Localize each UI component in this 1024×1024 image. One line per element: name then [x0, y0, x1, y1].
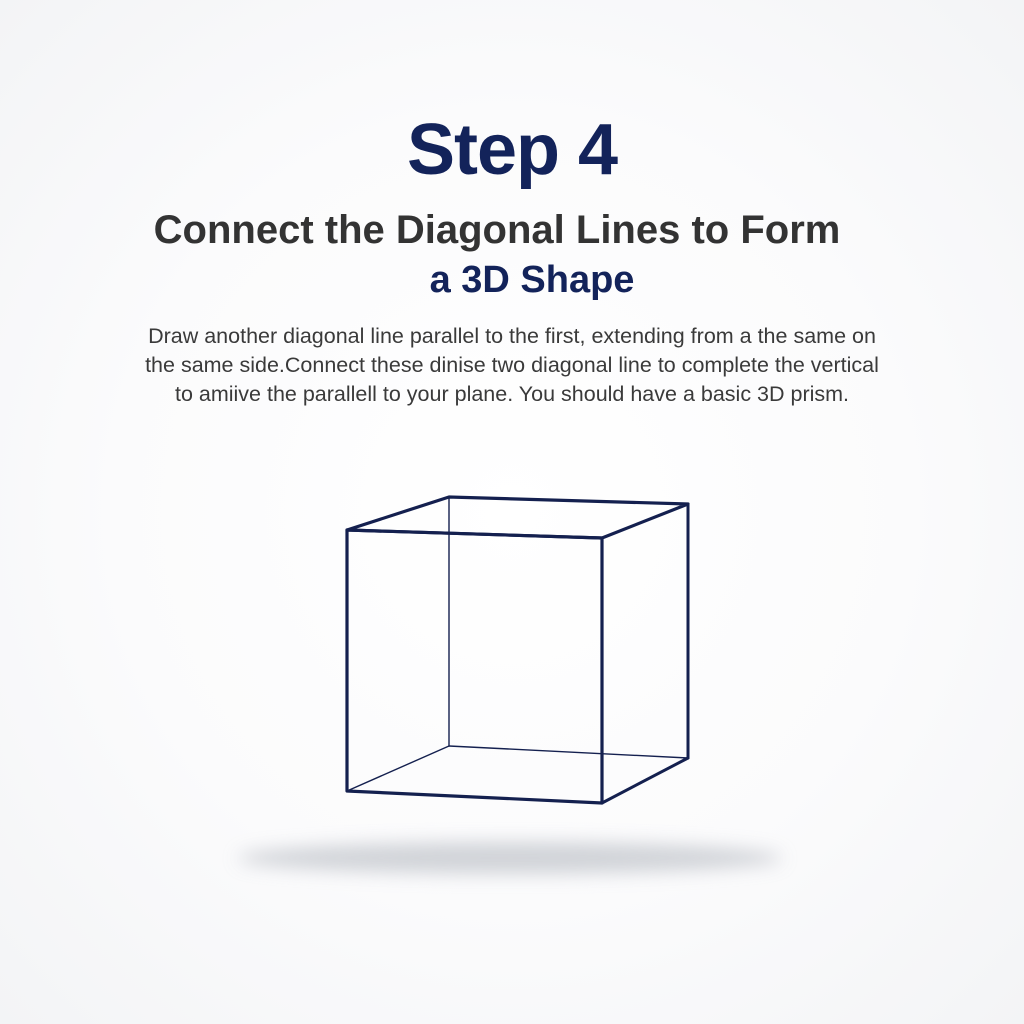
- instruction-line: to amiive the parallell to your plane. Y…: [174, 382, 850, 406]
- heading-line-2: a 3D Shape: [429, 259, 635, 301]
- instruction-line: Draw another diagonal line parallel to t…: [148, 324, 876, 348]
- cube-edge-back-bottom-left: [346, 745, 450, 792]
- step-title: Step 4: [406, 110, 618, 190]
- instruction-text: Draw another diagonal line parallel to t…: [90, 322, 934, 409]
- cube-edge-back-bottom-right: [448, 745, 689, 759]
- cube-edge-right-bottom: [600, 756, 690, 805]
- cube-shadow: [238, 842, 782, 874]
- instruction-line: the same side.Connect these dinise two d…: [145, 353, 879, 377]
- cube-front-face: [345, 528, 604, 805]
- cube-wireframe: [345, 495, 690, 805]
- heading-line-1: Connect the Diagonal Lines to Form: [153, 208, 841, 252]
